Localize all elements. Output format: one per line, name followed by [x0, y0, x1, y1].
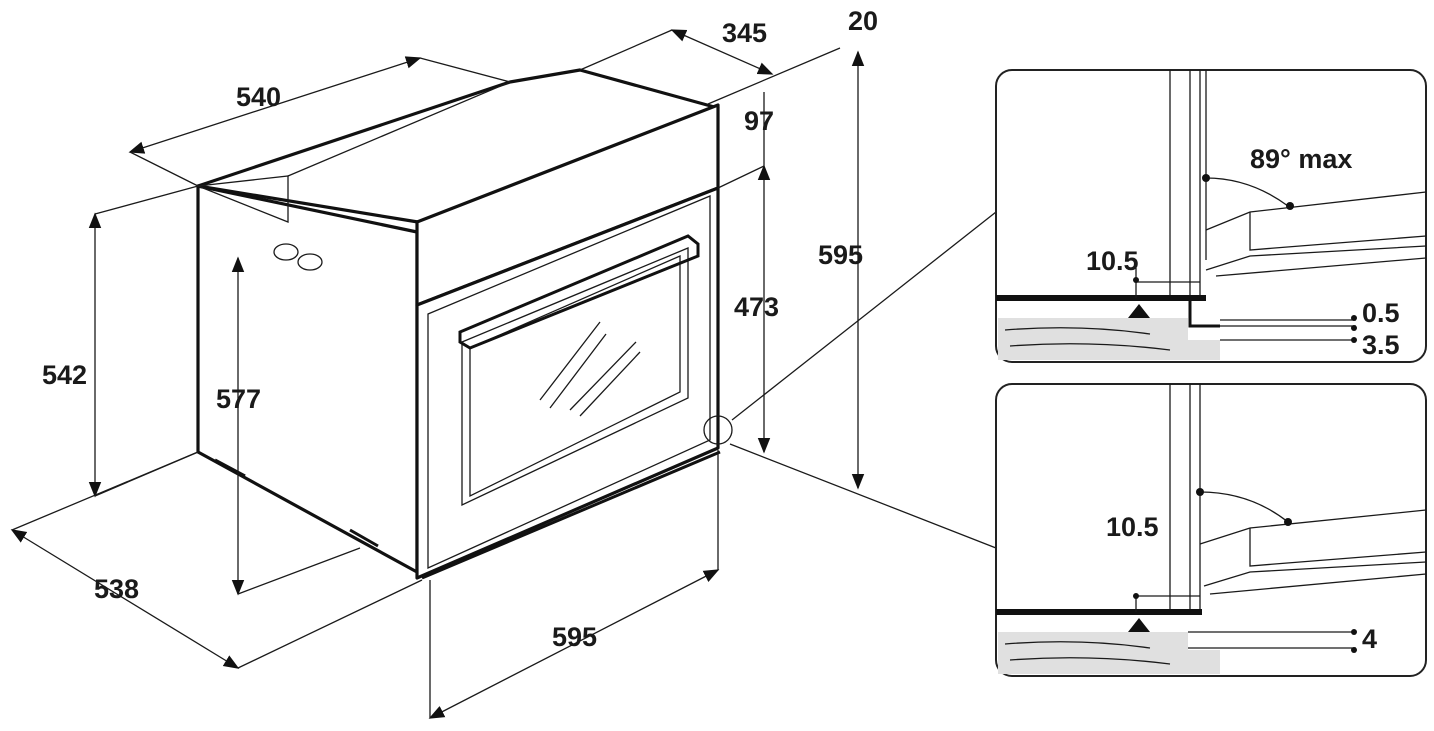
detail-top-step1: 0.5	[1362, 298, 1400, 328]
detail-top-step2: 3.5	[1362, 330, 1400, 360]
detail-bottom-step: 4	[1362, 624, 1377, 654]
dim-depth-top: 540	[236, 82, 281, 112]
oven-body	[196, 68, 721, 580]
dim-total-height: 595	[818, 240, 863, 270]
detail-top-angle: 89° max	[1250, 144, 1352, 174]
detail-panel-top: 89° max 10.5 0.5 3.5	[995, 69, 1427, 363]
dim-top-width: 345	[722, 18, 767, 48]
dim-body-height: 542	[42, 360, 87, 390]
dim-side-height: 577	[216, 384, 261, 414]
dim-front-width: 595	[552, 622, 597, 652]
dim-panel-height: 97	[744, 106, 774, 136]
dim-cavity-height: 473	[734, 292, 779, 322]
detail-bottom-gap: 10.5	[1106, 512, 1159, 542]
dim-top-offset: 20	[848, 6, 878, 36]
dim-depth-bottom: 538	[94, 574, 139, 604]
detail-top-gap: 10.5	[1086, 246, 1139, 276]
detail-panel-bottom: 10.5 4	[995, 383, 1427, 677]
detail-callout-circle	[703, 415, 733, 445]
dimension-lines	[10, 29, 865, 719]
